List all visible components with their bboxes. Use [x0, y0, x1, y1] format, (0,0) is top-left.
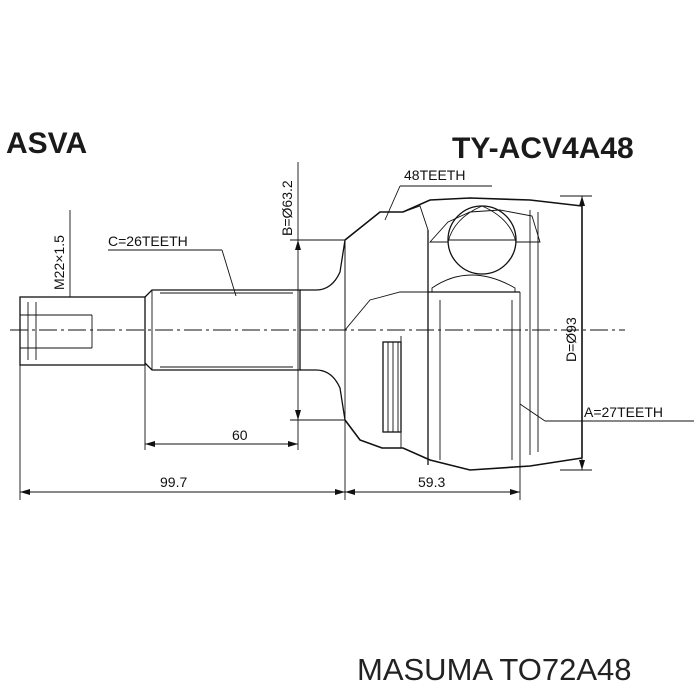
bell-neck — [300, 239, 346, 421]
outer-spline-label: C=26TEETH — [108, 233, 188, 249]
thread-dimension: M22×1.5 — [51, 210, 71, 297]
inner-spline-label: A=27TEETH — [584, 404, 663, 420]
outer-bell — [344, 197, 583, 471]
length-99-7-label: 99.7 — [160, 474, 187, 490]
spline-shaft — [144, 289, 301, 371]
abs-ring-label: 48TEETH — [404, 167, 465, 183]
inner-spline-callout: A=27TEETH — [519, 403, 694, 422]
bore-dimension-label: B=Ø63.2 — [279, 180, 295, 236]
brand-left-label: ASVA — [6, 127, 87, 160]
length-59-3-label: 59.3 — [418, 474, 445, 490]
length-60-label: 60 — [232, 427, 248, 443]
thread-dimension-label: M22×1.5 — [51, 235, 67, 290]
outer-diameter-label: D=Ø93 — [563, 317, 579, 362]
outer-diameter-dimension: D=Ø93 — [560, 195, 592, 471]
length-60-dimension: 60 — [144, 365, 299, 450]
outer-spline-callout: C=26TEETH — [108, 233, 237, 297]
bore-dimension: B=Ø63.2 — [279, 162, 345, 421]
footer-label: MASUMA TO72A48 — [357, 652, 632, 687]
length-99-7-dimension: 99.7 — [19, 365, 346, 500]
abs-ring-callout: 48TEETH — [384, 167, 492, 221]
length-59-3-dimension: 59.3 — [345, 462, 521, 500]
threaded-stub — [19, 296, 146, 366]
part-number-label: TY-ACV4A48 — [452, 132, 634, 165]
